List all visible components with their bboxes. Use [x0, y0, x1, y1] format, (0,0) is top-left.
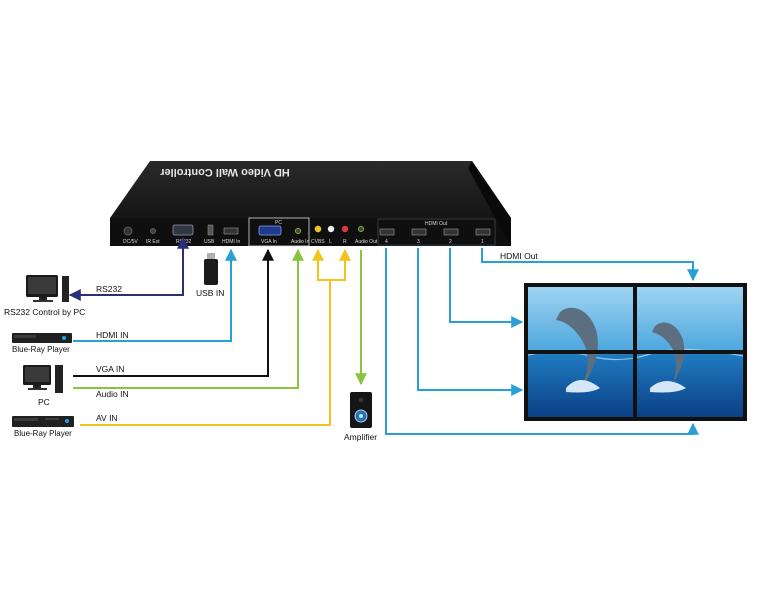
port-label-hdmi-out: HDMI Out	[425, 221, 448, 227]
usb-stick-icon	[204, 253, 218, 285]
bluray-player-icon	[12, 416, 74, 427]
usb-port	[207, 224, 214, 236]
hdmi-out-4-cable	[385, 248, 699, 435]
vga-in-cable	[73, 248, 274, 377]
port-label-usb: USB	[204, 239, 215, 245]
device-label-amplifier: Amplifier	[344, 432, 377, 442]
av-in-cable	[80, 280, 331, 426]
device-label-rs232-pc: RS232 Control by PC	[4, 307, 85, 317]
label-vga-in: VGA IN	[96, 364, 124, 374]
port-label-out1: 1	[481, 239, 484, 245]
rs232-cable	[68, 248, 184, 301]
port-label-ir: IR Ext	[146, 239, 160, 245]
device-label-usb: USB IN	[196, 288, 224, 298]
port-label-pc: PC	[275, 220, 282, 226]
monitor-icon	[26, 275, 69, 302]
hdmi-out-group-box	[377, 218, 496, 246]
label-audio-in: Audio IN	[96, 389, 129, 399]
audio-in-cable	[73, 248, 304, 389]
video-wall-controller: HD Video Wall Controller DC/5V IR Ext RS…	[110, 161, 511, 247]
audio-out-port	[357, 225, 364, 232]
hdmi-in-port	[223, 227, 239, 235]
cables	[68, 236, 699, 435]
label-hdmi-out: HDMI Out	[500, 251, 538, 261]
audio-in-port	[294, 227, 301, 234]
hdmi-out-1-cable	[481, 248, 699, 282]
hdmi-out-4-port	[379, 228, 395, 236]
hdmi-out-2-cable	[449, 248, 524, 328]
hdmi-out-3-port	[411, 228, 427, 236]
cvbs-port	[314, 225, 322, 233]
label-hdmi-in: HDMI IN	[96, 330, 129, 340]
video-wall	[524, 283, 747, 421]
port-label-audio-out: Audio Out	[355, 239, 378, 245]
pc-group-box	[248, 217, 310, 247]
port-label-dc: DC/5V	[123, 239, 138, 245]
device-label-pc: PC	[38, 397, 50, 407]
controller-top	[110, 161, 511, 218]
bluray-player-icon	[12, 333, 72, 343]
port-label-vga-in: VGA In	[261, 239, 277, 245]
port-label-out3: 3	[417, 239, 420, 245]
port-label-hdmi-in: HDMI In	[222, 239, 241, 245]
audio-l-port	[327, 225, 335, 233]
bezel-horizontal	[524, 350, 747, 354]
hdmi-in-cable	[73, 248, 237, 342]
hdmi-out-3-cable	[417, 248, 524, 396]
port-label-l: L	[329, 239, 332, 245]
port-label-audio-in: Audio In	[291, 239, 310, 245]
ir-port	[150, 228, 156, 234]
speaker-icon	[350, 392, 372, 428]
controller-title: HD Video Wall Controller	[160, 166, 290, 178]
port-label-cvbs: CVBS	[311, 239, 325, 245]
hdmi-out-1-port	[475, 228, 491, 236]
dc-power-port	[123, 226, 133, 236]
device-label-bluray-2: Blue-Ray Player	[14, 429, 72, 438]
vga-in-port	[258, 225, 282, 236]
audio-r-port	[341, 225, 349, 233]
port-label-out2: 2	[449, 239, 452, 245]
port-label-r: R	[343, 239, 347, 245]
hdmi-out-2-port	[443, 228, 459, 236]
label-rs232: RS232	[96, 284, 122, 294]
port-label-out4: 4	[385, 239, 388, 245]
label-av-in: AV IN	[96, 413, 118, 423]
rs232-port	[172, 224, 194, 236]
pc-tower-icon	[23, 365, 63, 393]
device-label-bluray-1: Blue-Ray Player	[12, 345, 70, 354]
